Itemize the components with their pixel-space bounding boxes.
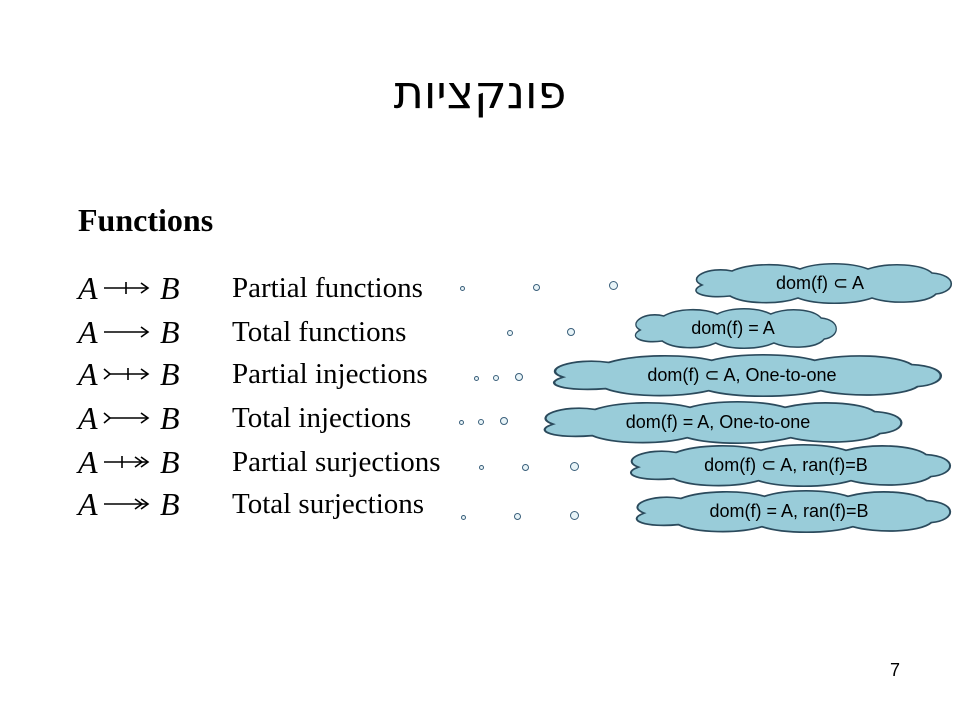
bubble-dot <box>609 281 618 290</box>
partial-injection-arrow-icon <box>102 363 152 385</box>
function-kind-label: Partial functions <box>232 272 423 304</box>
annotation-cloud: dom(f) ⊂ A, One-to-one <box>536 353 948 398</box>
notation: A B <box>78 310 180 354</box>
annotation-cloud: dom(f) ⊂ A <box>684 262 956 304</box>
cloud-text: dom(f) = A, One-to-one <box>625 411 811 432</box>
partial-function-arrow-icon <box>102 277 152 299</box>
cloud-shape <box>634 307 837 349</box>
total-function-arrow-icon <box>102 321 152 343</box>
bubble-dot <box>567 328 575 336</box>
domain-symbol: A <box>78 444 98 480</box>
total-surjection-arrow-icon <box>102 493 152 515</box>
bubble-dot <box>570 462 579 471</box>
cloud-text: dom(f) ⊂ A, One-to-one <box>647 364 837 385</box>
cloud-shape <box>630 444 951 488</box>
function-kind-label: Total injections <box>232 402 412 434</box>
cloud-text: dom(f) ⊂ A, ran(f)=B <box>704 454 868 475</box>
codomain-symbol: B <box>160 486 180 522</box>
cloud-text: dom(f) = A <box>691 317 775 338</box>
codomain-symbol: B <box>160 314 180 350</box>
bubble-dot <box>461 515 466 520</box>
bubble-dot <box>515 373 523 381</box>
cloud-shape <box>553 353 942 398</box>
total-injection-arrow-icon <box>102 407 152 429</box>
notation: A B <box>78 266 180 310</box>
function-kind-label: Partial injections <box>232 358 428 390</box>
annotation-cloud: dom(f) = A, One-to-one <box>528 400 908 445</box>
bubble-dot <box>478 419 484 425</box>
notation: A B <box>78 396 180 440</box>
function-row-partial-surjections: A B Partial surjections <box>0 440 960 484</box>
domain-symbol: A <box>78 270 98 306</box>
function-row-total-functions: A B Total functions <box>0 310 960 354</box>
notation: A B <box>78 482 180 526</box>
notation: A B <box>78 440 180 484</box>
codomain-symbol: B <box>160 270 180 306</box>
slide-title: פונקציות <box>393 65 567 119</box>
function-row-total-injections: A B Total injections <box>0 396 960 440</box>
domain-symbol: A <box>78 486 98 522</box>
annotation-cloud: dom(f) ⊂ A, ran(f)=B <box>616 443 956 488</box>
function-row-partial-injections: A B Partial injections <box>0 352 960 396</box>
bubble-dot <box>570 511 579 520</box>
bubble-dot <box>479 465 484 470</box>
function-row-partial-functions: A B Partial functions <box>0 266 960 310</box>
bubble-dot <box>459 420 464 425</box>
function-kind-label: Partial surjections <box>232 446 441 478</box>
bubble-dot <box>493 375 499 381</box>
cloud-text: dom(f) ⊂ A <box>775 272 865 293</box>
cloud-shape <box>635 490 951 534</box>
cloud-text: dom(f) = A, ran(f)=B <box>709 500 869 521</box>
bubble-dot <box>500 417 508 425</box>
domain-symbol: A <box>78 314 98 350</box>
partial-surjection-arrow-icon <box>102 451 152 473</box>
bubble-dot <box>514 513 521 520</box>
cloud-shape <box>695 263 953 304</box>
domain-symbol: A <box>78 356 98 392</box>
annotation-cloud: dom(f) = A, ran(f)=B <box>622 489 956 534</box>
bubble-dot <box>533 284 540 291</box>
notation: A B <box>78 352 180 396</box>
bubble-dot <box>460 286 465 291</box>
codomain-symbol: B <box>160 444 180 480</box>
page-number: 7 <box>889 660 900 680</box>
cloud-shape <box>543 400 903 445</box>
annotation-cloud: dom(f) = A <box>626 307 840 349</box>
function-kind-label: Total functions <box>232 316 407 348</box>
function-kind-label: Total surjections <box>232 488 425 520</box>
bubble-dot <box>474 376 479 381</box>
section-heading: Functions <box>78 202 214 238</box>
domain-symbol: A <box>78 400 98 436</box>
codomain-symbol: B <box>160 356 180 392</box>
bubble-dot <box>522 464 529 471</box>
codomain-symbol: B <box>160 400 180 436</box>
function-row-total-surjections: A B Total surjections <box>0 482 960 526</box>
bubble-dot <box>507 330 513 336</box>
